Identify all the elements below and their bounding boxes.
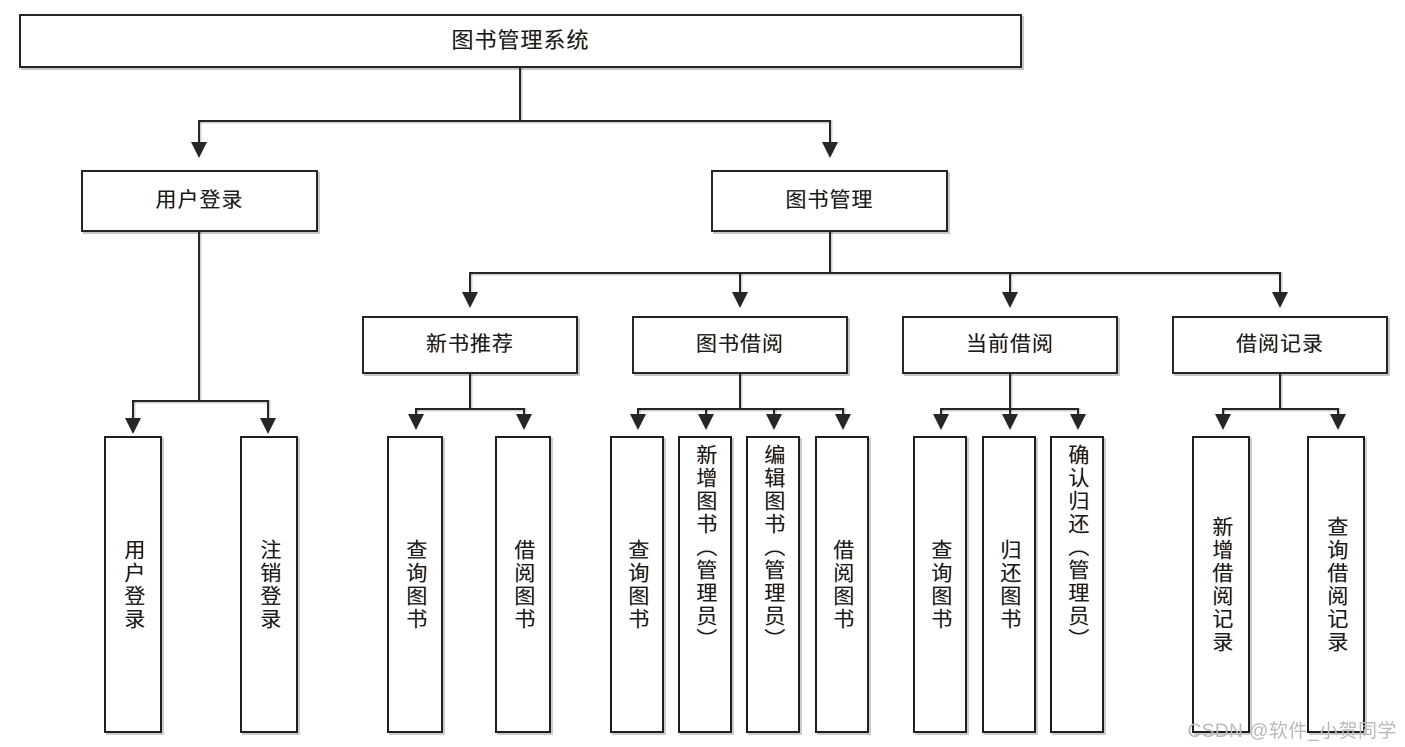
arrowhead-current-borrow-leaf-1 [933,414,949,430]
node-book-management[interactable]: 图书管理 [711,170,948,232]
leaf-book-borrow-borrow-book[interactable]: 借阅图书 [815,436,869,733]
arrowhead-borrow-record-leaf-2 [1330,414,1346,430]
leaf-book-borrow-add-book-admin[interactable]: 新增图书（管理员） [678,436,732,733]
leaf-borrow-record-query-record[interactable]: 查询借阅记录 [1307,436,1365,733]
connector-book-borrow-drop-2 [705,408,707,418]
leaf-new-book-borrow-book[interactable]: 借阅图书 [495,436,551,733]
leaf-label: 新增借阅记录 [1209,515,1233,654]
leaf-label: 查询图书 [928,538,952,631]
arrowhead-borrow-record-leaf-1 [1215,414,1231,430]
connector-borrow-record-drop-1 [1222,408,1224,418]
connector-book-borrow-drop-4 [842,408,844,418]
leaf-book-borrow-query-book[interactable]: 查询图书 [610,436,664,733]
connector-borrow-record-bus [1222,408,1339,410]
connector-current-borrow-drop-2 [1009,408,1011,418]
leaf-label: 新增图书（管理员） [693,444,717,651]
node-book-borrow[interactable]: 图书借阅 [632,316,848,374]
connector-book-borrow-stem [739,374,741,408]
arrowhead-new-book-leaf-1 [408,414,424,430]
connector-book-management-stem [829,232,831,272]
arrowhead-borrow-record [1272,292,1288,308]
arrowhead-book-management [822,142,838,158]
connector-new-book-drop-2 [523,408,525,418]
arrowhead-current-borrow [1002,292,1018,308]
connector-book-borrow-drop-3 [773,408,775,418]
node-user-login[interactable]: 用户登录 [81,170,318,232]
connector-level3-drop-3 [1009,272,1011,294]
connector-borrow-record-drop-2 [1337,408,1339,418]
leaf-book-borrow-edit-book-admin[interactable]: 编辑图书（管理员） [746,436,800,733]
node-label: 当前借阅 [966,332,1054,356]
arrowhead-current-borrow-leaf-2 [1002,414,1018,430]
connector-new-book-stem [469,374,471,408]
leaf-label: 借阅图书 [830,538,854,631]
leaf-label: 借阅图书 [511,538,535,631]
connector-borrow-record-stem [1279,374,1281,408]
node-new-book-recommend[interactable]: 新书推荐 [362,316,578,374]
connector-new-book-bus [415,408,525,410]
leaf-logout[interactable]: 注销登录 [240,436,298,733]
connector-level3-drop-2 [739,272,741,294]
leaf-label: 查询图书 [403,538,427,631]
arrowhead-new-book-leaf-2 [516,414,532,430]
arrowhead-leaf-user-login [125,418,141,434]
connector-root-stem [519,68,521,120]
node-label: 借阅记录 [1236,332,1324,356]
node-label: 新书推荐 [426,332,514,356]
arrowhead-new-book-recommend [462,292,478,308]
leaf-label: 编辑图书（管理员） [761,444,785,651]
connector-user-login-drop-2 [267,400,269,420]
leaf-user-login[interactable]: 用户登录 [104,436,162,733]
connector-level3-bus [469,272,1280,274]
arrowhead-current-borrow-leaf-3 [1070,414,1086,430]
connector-level3-drop-4 [1279,272,1281,294]
leaf-label: 归还图书 [997,538,1021,631]
leaf-new-book-query-book[interactable]: 查询图书 [387,436,443,733]
node-current-borrow[interactable]: 当前借阅 [902,316,1118,374]
arrowhead-book-borrow-leaf-3 [766,414,782,430]
node-label: 图书借阅 [696,332,784,356]
connector-level2-bus [198,120,831,122]
arrowhead-book-borrow-leaf-4 [835,414,851,430]
connector-book-borrow-bus [637,408,844,410]
connector-book-borrow-drop-1 [637,408,639,418]
node-label: 用户登录 [155,188,244,212]
arrowhead-book-borrow-leaf-1 [630,414,646,430]
node-label: 图书管理 [785,188,874,212]
connector-user-login-drop-1 [132,400,134,420]
connector-level2-drop-right [829,120,831,144]
leaf-label: 查询图书 [625,538,649,631]
leaf-current-borrow-confirm-return-admin[interactable]: 确认归还（管理员） [1050,436,1104,733]
leaf-label: 查询借阅记录 [1324,515,1348,654]
leaf-current-borrow-return-book[interactable]: 归还图书 [982,436,1036,733]
leaf-current-borrow-query-book[interactable]: 查询图书 [913,436,967,733]
connector-current-borrow-stem [1009,374,1011,408]
connector-level3-drop-1 [469,272,471,294]
arrowhead-book-borrow-leaf-2 [698,414,714,430]
leaf-label: 注销登录 [257,538,281,631]
connector-user-login-bus [132,400,268,402]
leaf-label: 用户登录 [121,538,145,631]
connector-new-book-drop-1 [415,408,417,418]
arrowhead-book-borrow [732,292,748,308]
arrowhead-leaf-logout [260,418,276,434]
connector-current-borrow-drop-1 [940,408,942,418]
connector-current-borrow-drop-3 [1077,408,1079,418]
node-borrow-record[interactable]: 借阅记录 [1172,316,1388,374]
leaf-label: 确认归还（管理员） [1065,444,1089,651]
connector-user-login-stem [198,232,200,400]
connector-level2-drop-left [198,120,200,144]
leaf-borrow-record-add-record[interactable]: 新增借阅记录 [1192,436,1250,733]
arrowhead-user-login [191,142,207,158]
node-root-book-management-system[interactable]: 图书管理系统 [19,14,1022,68]
node-label: 图书管理系统 [451,28,590,54]
